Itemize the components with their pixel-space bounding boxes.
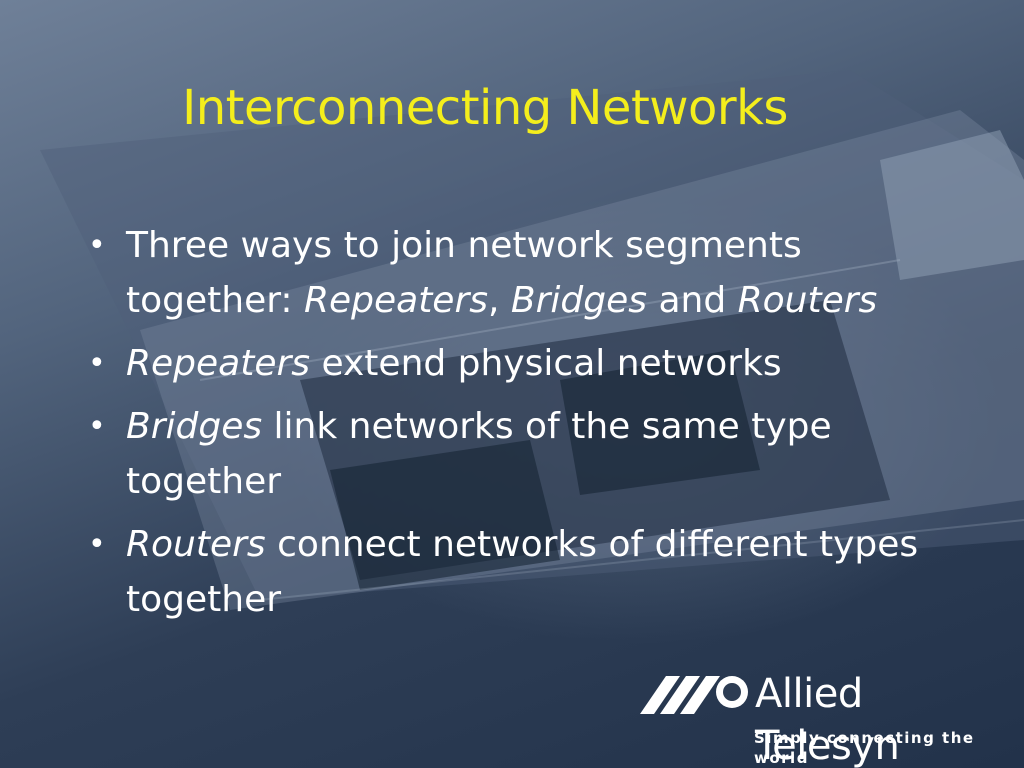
bullet-item: • Three ways to join network segments to… bbox=[88, 218, 948, 328]
bullet-point-icon: • bbox=[88, 228, 106, 263]
bullet-text-part: Repeaters bbox=[303, 280, 489, 321]
logo-tagline: Simply connecting the world bbox=[754, 729, 975, 767]
bullet-text-part: and bbox=[647, 280, 738, 321]
logo-wordmark: Allied Telesyn bbox=[755, 671, 900, 768]
bullet-text-part: , bbox=[488, 280, 511, 321]
bullet-text-part: Routers bbox=[126, 524, 266, 565]
slide-title: Interconnecting Networks bbox=[182, 80, 788, 136]
bullet-text-part: Routers bbox=[737, 280, 878, 321]
company-logo: Allied Telesyn Simply connecting the wor… bbox=[640, 668, 1010, 768]
bullet-text-part: Bridges bbox=[510, 280, 648, 321]
bullet-text-part: Repeaters bbox=[126, 343, 311, 384]
bullet-point-icon: • bbox=[88, 409, 106, 444]
bullet-item: • Bridges link networks of the same type… bbox=[88, 399, 948, 509]
bullet-text-part: link networks of the same type together bbox=[126, 406, 832, 502]
allied-telesyn-logo-icon bbox=[640, 676, 748, 714]
bullet-text-part: Bridges bbox=[126, 406, 263, 447]
bullet-item: • Repeaters extend physical networks bbox=[88, 336, 948, 391]
bullet-text-part: connect networks of different types toge… bbox=[126, 524, 919, 620]
bullet-text-part: Three ways to join network segments toge… bbox=[126, 225, 802, 321]
bullet-text-part: extend physical networks bbox=[310, 343, 782, 384]
bullet-point-icon: • bbox=[88, 346, 106, 381]
bullet-point-icon: • bbox=[88, 527, 106, 562]
bullet-list: • Three ways to join network segments to… bbox=[88, 218, 948, 635]
bullet-item: • Routers connect networks of different … bbox=[88, 517, 948, 627]
